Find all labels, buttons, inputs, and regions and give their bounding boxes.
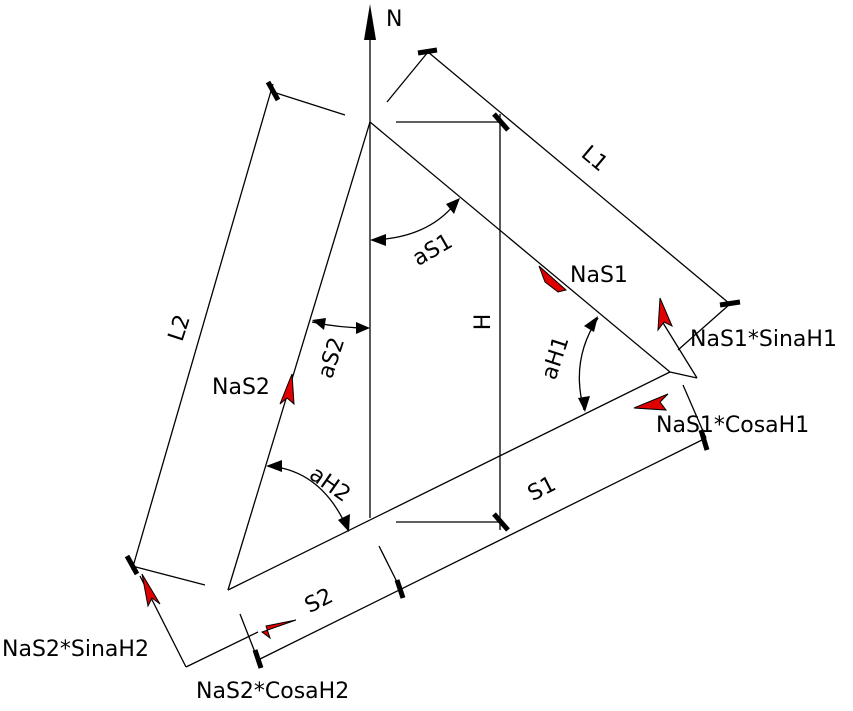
nas2-sinah2-label: NaS2*SinaH2 (2, 637, 149, 662)
l2-dimension-line (131, 83, 274, 571)
ah1-arc (578, 317, 599, 411)
nas1-arrow (538, 265, 568, 293)
s1-label: S1 (524, 472, 560, 507)
line-apex-to-left (227, 121, 371, 591)
nas1-sinah1-arrow (657, 297, 673, 332)
s-dimension-line (257, 437, 707, 661)
as2-label: aS2 (314, 334, 351, 381)
h-tick-bottom (492, 512, 510, 532)
ah1-arrowhead-bottom (578, 396, 590, 412)
l2-tick-top (265, 80, 281, 102)
as2-arrowhead-left (312, 318, 326, 330)
north-arrowhead (364, 4, 376, 40)
s2-label: S2 (301, 584, 337, 619)
l2-label: L2 (164, 312, 196, 345)
nas1-sin-line (659, 317, 698, 379)
nas1-label: NaS1 (570, 263, 628, 288)
l2-tick-bottom (124, 554, 140, 576)
as1-arrowhead-left (370, 234, 386, 246)
l1-label: L1 (576, 141, 612, 177)
l2-ext-top (272, 91, 346, 116)
nas1-cosah1-arrow (633, 393, 669, 411)
line-base (227, 371, 671, 591)
ah2-label: aH2 (305, 462, 355, 508)
l1-dimension-line (427, 51, 731, 305)
h-tick-top (492, 112, 510, 132)
nas1-sinah1-label: NaS1*SinaH1 (690, 327, 837, 352)
nas2-sinah2-arrow (141, 573, 161, 608)
l2-ext-bottom (131, 565, 206, 586)
l1-tick-top (417, 47, 438, 56)
s-tick-mid (394, 579, 406, 599)
l1-ext-top (386, 51, 429, 103)
nas2-arrow (279, 373, 295, 406)
l1-ext-bottom (677, 303, 731, 351)
as1-arrowhead-right (446, 198, 460, 214)
as1-label: aS1 (409, 229, 457, 271)
ah2-arrowhead-bottom (338, 514, 350, 532)
nas2-label: NaS2 (212, 375, 270, 400)
nas1-base-link (669, 371, 698, 379)
north-label: N (386, 7, 402, 32)
nas2-cosah2-label: NaS2*CosaH2 (196, 679, 349, 704)
s1-ext-right (682, 384, 707, 439)
h-label: H (471, 314, 496, 331)
as2-arrowhead-right (356, 322, 370, 334)
nas2-cosah2-arrow (260, 619, 297, 640)
ah1-arrowhead-top (584, 316, 598, 332)
nas2-cos-line (185, 631, 259, 668)
nas1-cosah1-label: NaS1*CosaH1 (656, 413, 809, 438)
line-apex-to-right (369, 121, 671, 373)
l1-tick-bottom (719, 299, 741, 308)
ah2-arrowhead-left (266, 460, 282, 472)
ah1-label: aH1 (537, 333, 574, 383)
s1-tick-right (698, 429, 710, 451)
s2-tick-left (252, 649, 264, 669)
